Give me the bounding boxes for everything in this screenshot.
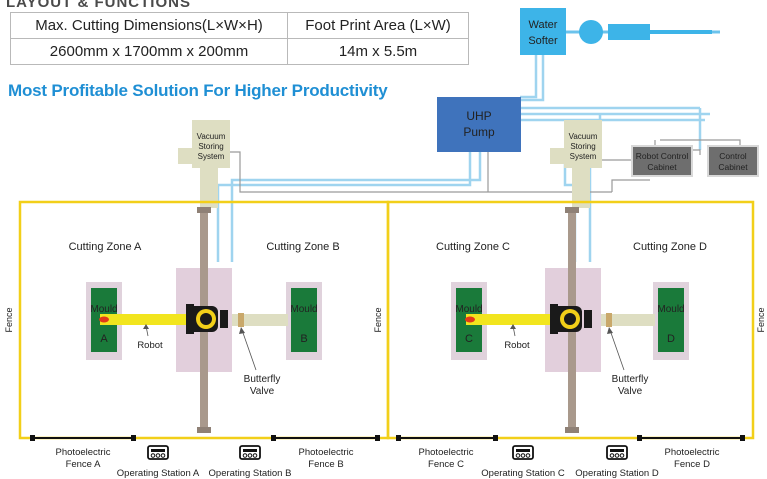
mould-c-letter: C	[465, 333, 473, 345]
operating-station-a: Operating Station A	[117, 445, 200, 479]
operating-station-c-label: Operating Station C	[481, 468, 565, 479]
water-softer-label-1: Water	[529, 19, 558, 31]
mould-d: Mould D	[657, 304, 684, 345]
fence-frame	[18, 200, 755, 440]
robot-callout-right: Robot	[504, 324, 530, 351]
uhp-pump: UHP Pump	[437, 97, 521, 152]
photoelectric-fence-d-label-1: Photoelectric	[665, 447, 720, 458]
control-cabinet-label-2: Cabinet	[718, 162, 748, 172]
fence-label-right: Fence	[756, 307, 766, 332]
uhp-pump-label-2: Pump	[463, 125, 495, 139]
section-header-partial: LAYOUT & FUNCTIONS	[6, 0, 191, 11]
mould-d-label: Mould	[657, 304, 684, 315]
photoelectric-fence-a-label-2: Fence A	[66, 459, 102, 470]
mould-c: Mould C	[455, 304, 482, 345]
mould-b-label: Mould	[290, 304, 317, 315]
water-valve-icon	[579, 20, 603, 44]
butterfly-valve-right-label-1: Butterfly	[612, 374, 649, 385]
photoelectric-fence-endpoints	[30, 435, 745, 441]
robot-label-left: Robot	[137, 340, 163, 351]
robot-control-cabinet-label-1: Robot Control	[636, 151, 689, 161]
butterfly-valve-right-label-2: Valve	[618, 386, 643, 397]
mould-a: Mould A	[90, 304, 117, 345]
robot-callout-left: Robot	[137, 324, 163, 351]
vacuum-left-label-2: Storing	[198, 142, 223, 151]
butterfly-valve-callout-right: Butterfly Valve	[607, 327, 648, 397]
operating-station-a-icon	[147, 445, 169, 460]
fence-label-left: Fence	[4, 307, 14, 332]
photoelectric-fence-a-label-1: Photoelectric	[56, 447, 111, 458]
butterfly-valve-left-label-2: Valve	[250, 386, 275, 397]
operating-station-b-icon	[239, 445, 261, 460]
operating-station-d: Operating Station D	[575, 445, 659, 479]
specs-header-cutting-dimensions: Max. Cutting Dimensions(L×W×H)	[10, 12, 288, 39]
water-softer: Water Softer	[520, 8, 566, 55]
operating-station-b: Operating Station B	[209, 445, 292, 479]
uhp-pump-label-1: UHP	[466, 109, 491, 123]
mould-b-letter: B	[300, 333, 307, 345]
operating-station-c: Operating Station C	[481, 445, 565, 479]
cutting-zone-b-label: Cutting Zone B	[266, 241, 339, 253]
butterfly-valve-left-label-1: Butterfly	[244, 374, 281, 385]
water-softer-label-2: Softer	[528, 35, 558, 47]
photoelectric-fence-b-label-1: Photoelectric	[299, 447, 354, 458]
vacuum-storing-system-right: Vacuum Storing System	[550, 120, 602, 208]
vacuum-right-label-1: Vacuum	[569, 132, 598, 141]
photoelectric-fence-d-label-2: Fence D	[674, 459, 710, 470]
photoelectric-fence-c-label-1: Photoelectric	[419, 447, 474, 458]
photoelectric-fence-c-label-2: Fence C	[428, 459, 464, 470]
vacuum-right-label-3: System	[570, 152, 597, 161]
vacuum-storing-system-left: Vacuum Storing System	[178, 120, 230, 208]
operating-station-a-label: Operating Station A	[117, 468, 200, 479]
robot-control-cabinet-label-2: Cabinet	[647, 162, 677, 172]
cutting-zone-d-label: Cutting Zone D	[633, 241, 707, 253]
control-cabinet-label-1: Control	[719, 151, 747, 161]
robot-cell-left	[86, 207, 322, 433]
mould-b: Mould B	[290, 304, 317, 345]
vacuum-right-label-2: Storing	[570, 142, 595, 151]
robot-label-right: Robot	[504, 340, 530, 351]
operating-station-b-label: Operating Station B	[209, 468, 292, 479]
operating-station-c-icon	[512, 445, 534, 460]
robot-cell-right	[451, 207, 689, 433]
specs-table: Max. Cutting Dimensions(L×W×H) Foot Prin…	[10, 12, 469, 65]
tagline: Most Profitable Solution For Higher Prod…	[8, 81, 388, 100]
photoelectric-fence-b-label-2: Fence B	[308, 459, 343, 470]
cutting-zone-a-label: Cutting Zone A	[69, 241, 142, 253]
fence-label-center: Fence	[373, 307, 383, 332]
operating-station-d-label: Operating Station D	[575, 468, 659, 479]
mould-c-label: Mould	[455, 304, 482, 315]
vacuum-left-label-3: System	[198, 152, 225, 161]
specs-value-cutting-dimensions: 2600mm x 1700mm x 200mm	[10, 38, 288, 65]
mould-a-letter: A	[100, 333, 108, 345]
control-cabinet: Control Cabinet	[707, 145, 759, 177]
operating-station-d-icon	[606, 445, 628, 460]
cutting-zone-c-label: Cutting Zone C	[436, 241, 510, 253]
specs-value-footprint: 14m x 5.5m	[287, 38, 469, 65]
specs-header-footprint: Foot Print Area (L×W)	[287, 12, 469, 39]
mould-a-label: Mould	[90, 304, 117, 315]
mould-d-letter: D	[667, 333, 675, 345]
water-supply-line	[566, 20, 720, 44]
vacuum-left-label-1: Vacuum	[197, 132, 226, 141]
robot-control-cabinet: Robot Control Cabinet	[631, 145, 693, 177]
butterfly-valve-callout-left: Butterfly Valve	[239, 327, 280, 397]
